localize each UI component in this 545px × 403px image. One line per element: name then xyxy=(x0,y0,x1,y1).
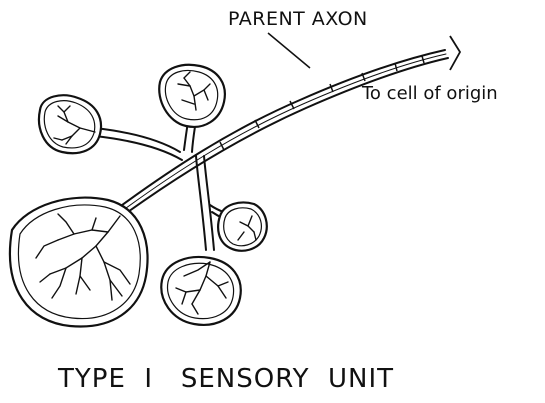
terminal-upper-left xyxy=(39,95,101,153)
arrow-head xyxy=(450,36,460,70)
cell-of-origin-label: To cell of origin xyxy=(362,83,498,104)
branch-upper-left xyxy=(95,128,180,152)
terminal-bottom-middle xyxy=(161,257,240,325)
label-pointer-line xyxy=(268,33,310,68)
parent-axon-label: PARENT AXON xyxy=(228,8,368,30)
terminal-small-right xyxy=(218,203,267,251)
terminal-large xyxy=(10,198,148,327)
terminal-upper-middle xyxy=(159,65,225,127)
diagram-title: TYPE I SENSORY UNIT xyxy=(58,364,394,394)
